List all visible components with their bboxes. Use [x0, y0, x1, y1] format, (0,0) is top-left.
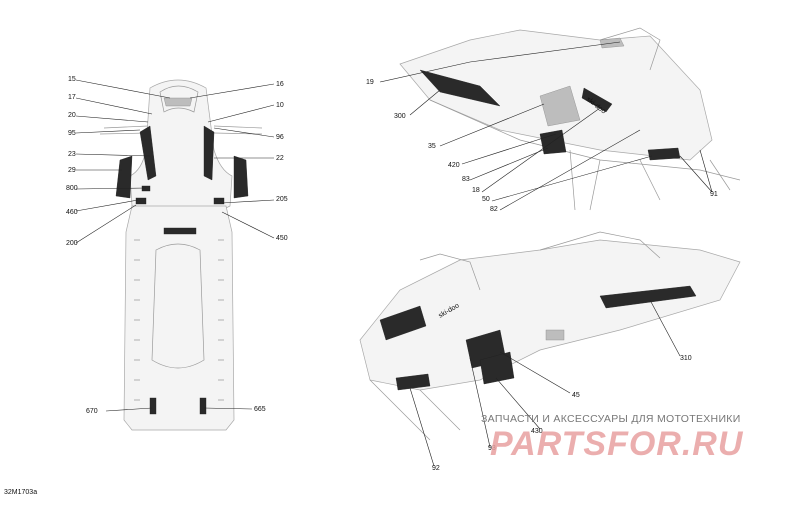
callout-top-800: 800 [66, 185, 78, 192]
callout-side-50: 50 [482, 196, 490, 203]
callout-side-19: 19 [366, 79, 374, 86]
callout-side-420: 420 [448, 162, 460, 169]
callout-top-95: 95 [68, 130, 76, 137]
side-view-sled: ski-doo [399, 27, 741, 211]
callout-side-300: 300 [394, 113, 406, 120]
callout-top-665: 665 [254, 406, 266, 413]
callout-front-430: 430 [531, 428, 543, 435]
callout-top-23: 23 [68, 151, 76, 158]
callout-front-93: 93 [488, 445, 496, 452]
watermark-logo: PARTSFOR.RU [490, 425, 744, 463]
callout-front-92: 92 [432, 465, 440, 472]
watermark-text: ЗАПЧАСТИ И АКСЕССУАРЫ ДЛЯ МОТОТЕХНИКИ [481, 413, 741, 425]
callout-top-450: 450 [276, 235, 288, 242]
callout-top-22: 22 [276, 155, 284, 162]
leader-lines [75, 41, 713, 467]
callout-top-200: 200 [66, 240, 78, 247]
top-view-sled [99, 79, 263, 431]
reference-code: 32M1703a [4, 489, 38, 496]
callout-side-35: 35 [428, 143, 436, 150]
callout-side-91: 91 [710, 191, 718, 198]
callout-top-10: 10 [276, 102, 284, 109]
callout-top-670: 670 [86, 408, 98, 415]
callout-labels: 15 16 17 10 20 95 96 23 22 29 800 460 20… [66, 76, 718, 472]
callout-side-18: 18 [472, 187, 480, 194]
callout-top-29: 29 [68, 167, 76, 174]
callout-top-96: 96 [276, 134, 284, 141]
callout-side-82: 82 [490, 206, 498, 213]
callout-side-83: 83 [462, 176, 470, 183]
callout-top-16: 16 [276, 81, 284, 88]
callout-top-205: 205 [276, 196, 288, 203]
callout-top-20: 20 [68, 112, 76, 119]
callout-front-45: 45 [572, 392, 580, 399]
front-view-sled: ski-doo [359, 231, 741, 441]
callout-front-310: 310 [680, 355, 692, 362]
callout-top-17: 17 [68, 94, 76, 101]
callout-top-460: 460 [66, 209, 78, 216]
callout-top-15: 15 [68, 76, 76, 83]
